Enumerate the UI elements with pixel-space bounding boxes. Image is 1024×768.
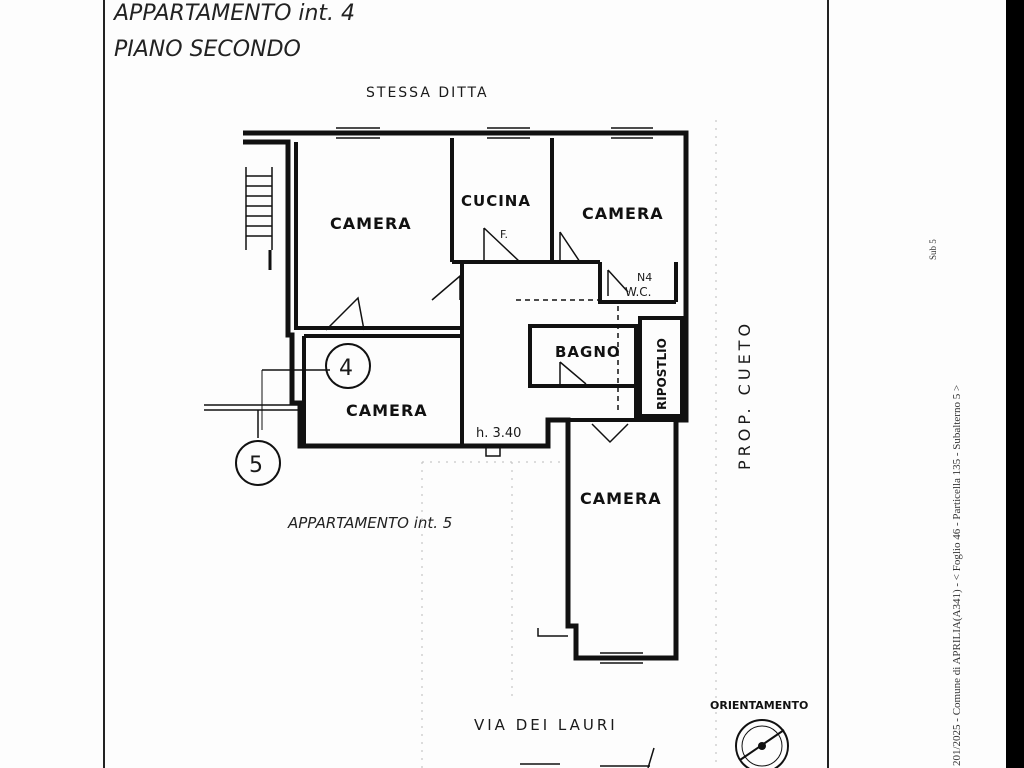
wc-number: N4 bbox=[637, 271, 652, 284]
marker-4-label: 4 bbox=[339, 356, 353, 381]
north-windows bbox=[336, 127, 653, 664]
title-line1: APPARTAMENTO int. 4 bbox=[112, 1, 355, 26]
room-label-cucina: CUCINA bbox=[461, 192, 531, 210]
orientation-label: ORIENTAMENTO bbox=[710, 699, 808, 712]
room-label-camera-ne: CAMERA bbox=[582, 204, 664, 223]
construction-lines bbox=[421, 120, 717, 768]
north-boundary-label: STESSA DITTA bbox=[366, 85, 489, 101]
right-black-border bbox=[1006, 0, 1024, 768]
floor-plan: CAMERA CUCINA F. CAMERA N4 W.C. BAGNO RI… bbox=[243, 127, 689, 664]
room-label-wc: W.C. bbox=[625, 285, 652, 299]
marker-5-label: 5 bbox=[249, 453, 263, 478]
compass-icon bbox=[735, 719, 789, 768]
cadastral-side-stamp: 201/2025 - Comune di APRILIA(A341) - < F… bbox=[951, 385, 963, 766]
kitchen-mark: F. bbox=[500, 228, 508, 241]
door-swings bbox=[325, 227, 629, 444]
entry-steps bbox=[485, 446, 568, 637]
reference-markers: 4 5 bbox=[204, 343, 371, 486]
staircase bbox=[245, 167, 273, 270]
room-label-camera-s: CAMERA bbox=[580, 489, 662, 508]
cadastral-corner-stamp: Sub 5 bbox=[928, 239, 938, 260]
room-label-camera-w: CAMERA bbox=[346, 401, 428, 420]
street-label: VIA DEI LAURI bbox=[474, 716, 618, 734]
room-label-bagno: BAGNO bbox=[555, 343, 621, 361]
ceiling-height: h. 3.40 bbox=[476, 426, 521, 441]
interior-walls bbox=[294, 138, 684, 446]
east-boundary-label: PROP. CUETO bbox=[735, 320, 754, 470]
room-label-ripostiglio: RIPOSTLIO bbox=[655, 338, 669, 410]
marker-circle-4 bbox=[325, 343, 371, 389]
neighbour-apartment-label: APPARTAMENTO int. 5 bbox=[287, 514, 452, 532]
bottom-scribble bbox=[520, 747, 655, 768]
room-label-camera-nw: CAMERA bbox=[330, 214, 412, 233]
title-line2: PIANO SECONDO bbox=[114, 37, 301, 62]
marker-circle-5 bbox=[235, 440, 281, 486]
